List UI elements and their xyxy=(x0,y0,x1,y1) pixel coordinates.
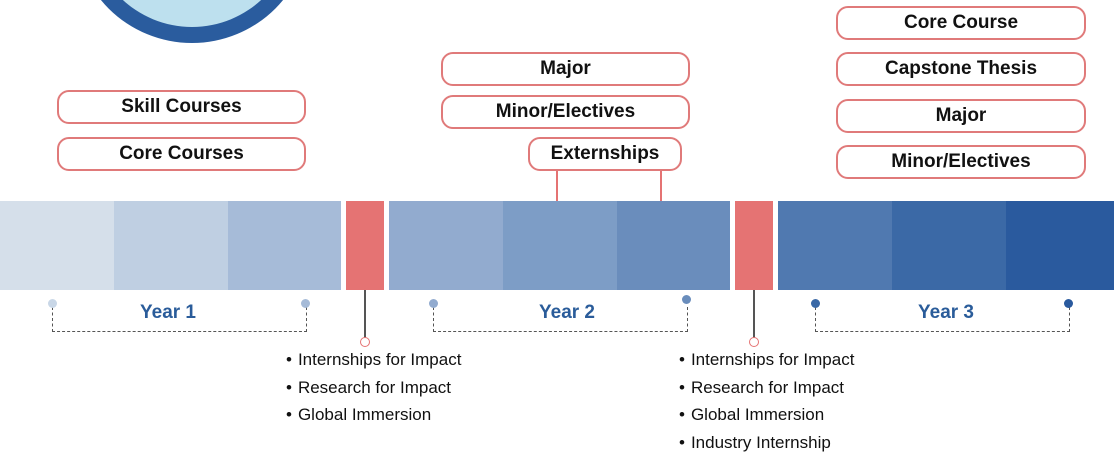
year-start-dot xyxy=(429,299,438,308)
timeline-segment xyxy=(228,201,341,290)
course-pill-skill-courses: Skill Courses xyxy=(57,90,306,124)
year-label: Year 3 xyxy=(846,302,1046,324)
timeline-segment xyxy=(114,201,228,290)
list-item: Global Immersion xyxy=(679,401,854,429)
course-pill-core-courses: Core Courses xyxy=(57,137,306,171)
break-connector xyxy=(753,290,755,338)
break-block xyxy=(735,201,773,290)
course-pill-major: Major xyxy=(836,99,1086,133)
year-end-dot xyxy=(1064,299,1073,308)
year-end-dot xyxy=(301,299,310,308)
course-pill-minor-electives: Minor/Electives xyxy=(441,95,690,129)
year-start-dot xyxy=(48,299,57,308)
list-item: Industry Internship xyxy=(679,429,854,456)
break-connector xyxy=(364,290,366,338)
course-pill-externships: Externships xyxy=(528,137,682,171)
list-item: Internships for Impact xyxy=(679,346,854,374)
break-opportunities-list: Internships for Impact Research for Impa… xyxy=(679,346,854,456)
list-item: Global Immersion xyxy=(286,401,461,429)
year-label: Year 2 xyxy=(467,302,667,324)
externship-connector xyxy=(556,171,558,201)
course-pill-major: Major xyxy=(441,52,690,86)
break-block xyxy=(346,201,384,290)
externship-connector xyxy=(660,171,662,201)
year-end-dot xyxy=(682,295,691,304)
timeline-segment xyxy=(503,201,617,290)
course-pill-core-course: Core Course xyxy=(836,6,1086,40)
timeline-segment xyxy=(778,201,892,290)
course-pill-capstone-thesis: Capstone Thesis xyxy=(836,52,1086,86)
timeline-segment xyxy=(389,201,503,290)
break-opportunities-list: Internships for Impact Research for Impa… xyxy=(286,346,461,429)
logo xyxy=(72,0,312,45)
course-pill-minor-electives: Minor/Electives xyxy=(836,145,1086,179)
list-item: Research for Impact xyxy=(679,374,854,402)
list-item: Internships for Impact xyxy=(286,346,461,374)
timeline-segment xyxy=(892,201,1006,290)
year-start-dot xyxy=(811,299,820,308)
timeline-segment xyxy=(0,201,114,290)
timeline-segment xyxy=(1006,201,1114,290)
timeline-segment xyxy=(617,201,730,290)
year-label: Year 1 xyxy=(68,302,268,324)
list-item: Research for Impact xyxy=(286,374,461,402)
